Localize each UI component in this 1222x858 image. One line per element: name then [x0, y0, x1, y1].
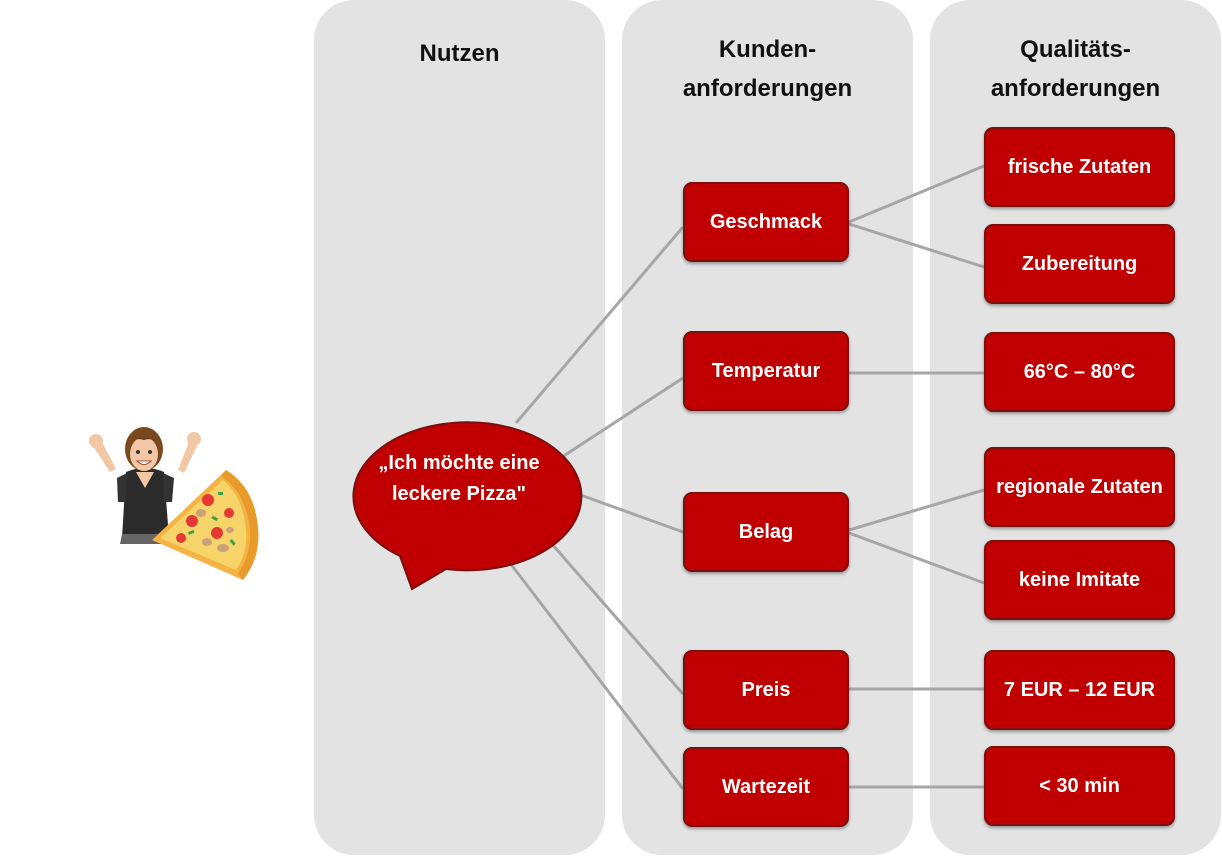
quality-requirement-wartezeit-max: < 30 min [984, 746, 1175, 826]
column-title-qualitaetsanforderungen: Qualitäts- anforderungen [990, 36, 1161, 102]
quality-requirement-regionale-zutaten: regionale Zutaten [984, 447, 1175, 527]
column-title-kundenanforderungen: Kunden- anforderungen [682, 36, 853, 102]
connector-geschmack-frische-zutaten [848, 164, 985, 224]
customer-requirement-temperatur: Temperatur [683, 331, 849, 411]
connector-geschmack-zubereitung [848, 222, 985, 269]
quality-requirement-frische-zutaten: frische Zutaten [984, 127, 1175, 207]
quality-requirement-preis-range: 7 EUR – 12 EUR [984, 650, 1175, 730]
pizza-slice-icon [152, 470, 259, 580]
connector-speech-wartezeit [508, 562, 685, 790]
connector-speech-belag [574, 491, 684, 534]
speech-bubble-text: „Ich möchte eine leckere Pizza" [378, 452, 540, 505]
quality-requirement-temperatur-range: 66°C – 80°C [984, 332, 1175, 412]
customer-requirement-preis: Preis [683, 650, 849, 730]
customer-requirement-geschmack: Geschmack [683, 182, 849, 262]
connector-speech-geschmack [514, 226, 685, 424]
customer-with-pizza-illustration [89, 427, 259, 580]
quality-requirement-keine-imitate: keine Imitate [984, 540, 1175, 620]
connector-speech-preis [549, 542, 685, 695]
connector-belag-keine-imitate [848, 531, 985, 585]
connector-speech-temperatur [561, 376, 684, 459]
customer-requirement-belag: Belag [683, 492, 849, 572]
customer-requirement-wartezeit: Wartezeit [683, 747, 849, 827]
woman-icon [89, 427, 201, 544]
column-title-nutzen: Nutzen [419, 40, 500, 67]
quality-requirement-zubereitung: Zubereitung [984, 224, 1175, 304]
connector-belag-regionale-zutaten [848, 488, 985, 532]
speech-bubble-shape [352, 421, 583, 591]
